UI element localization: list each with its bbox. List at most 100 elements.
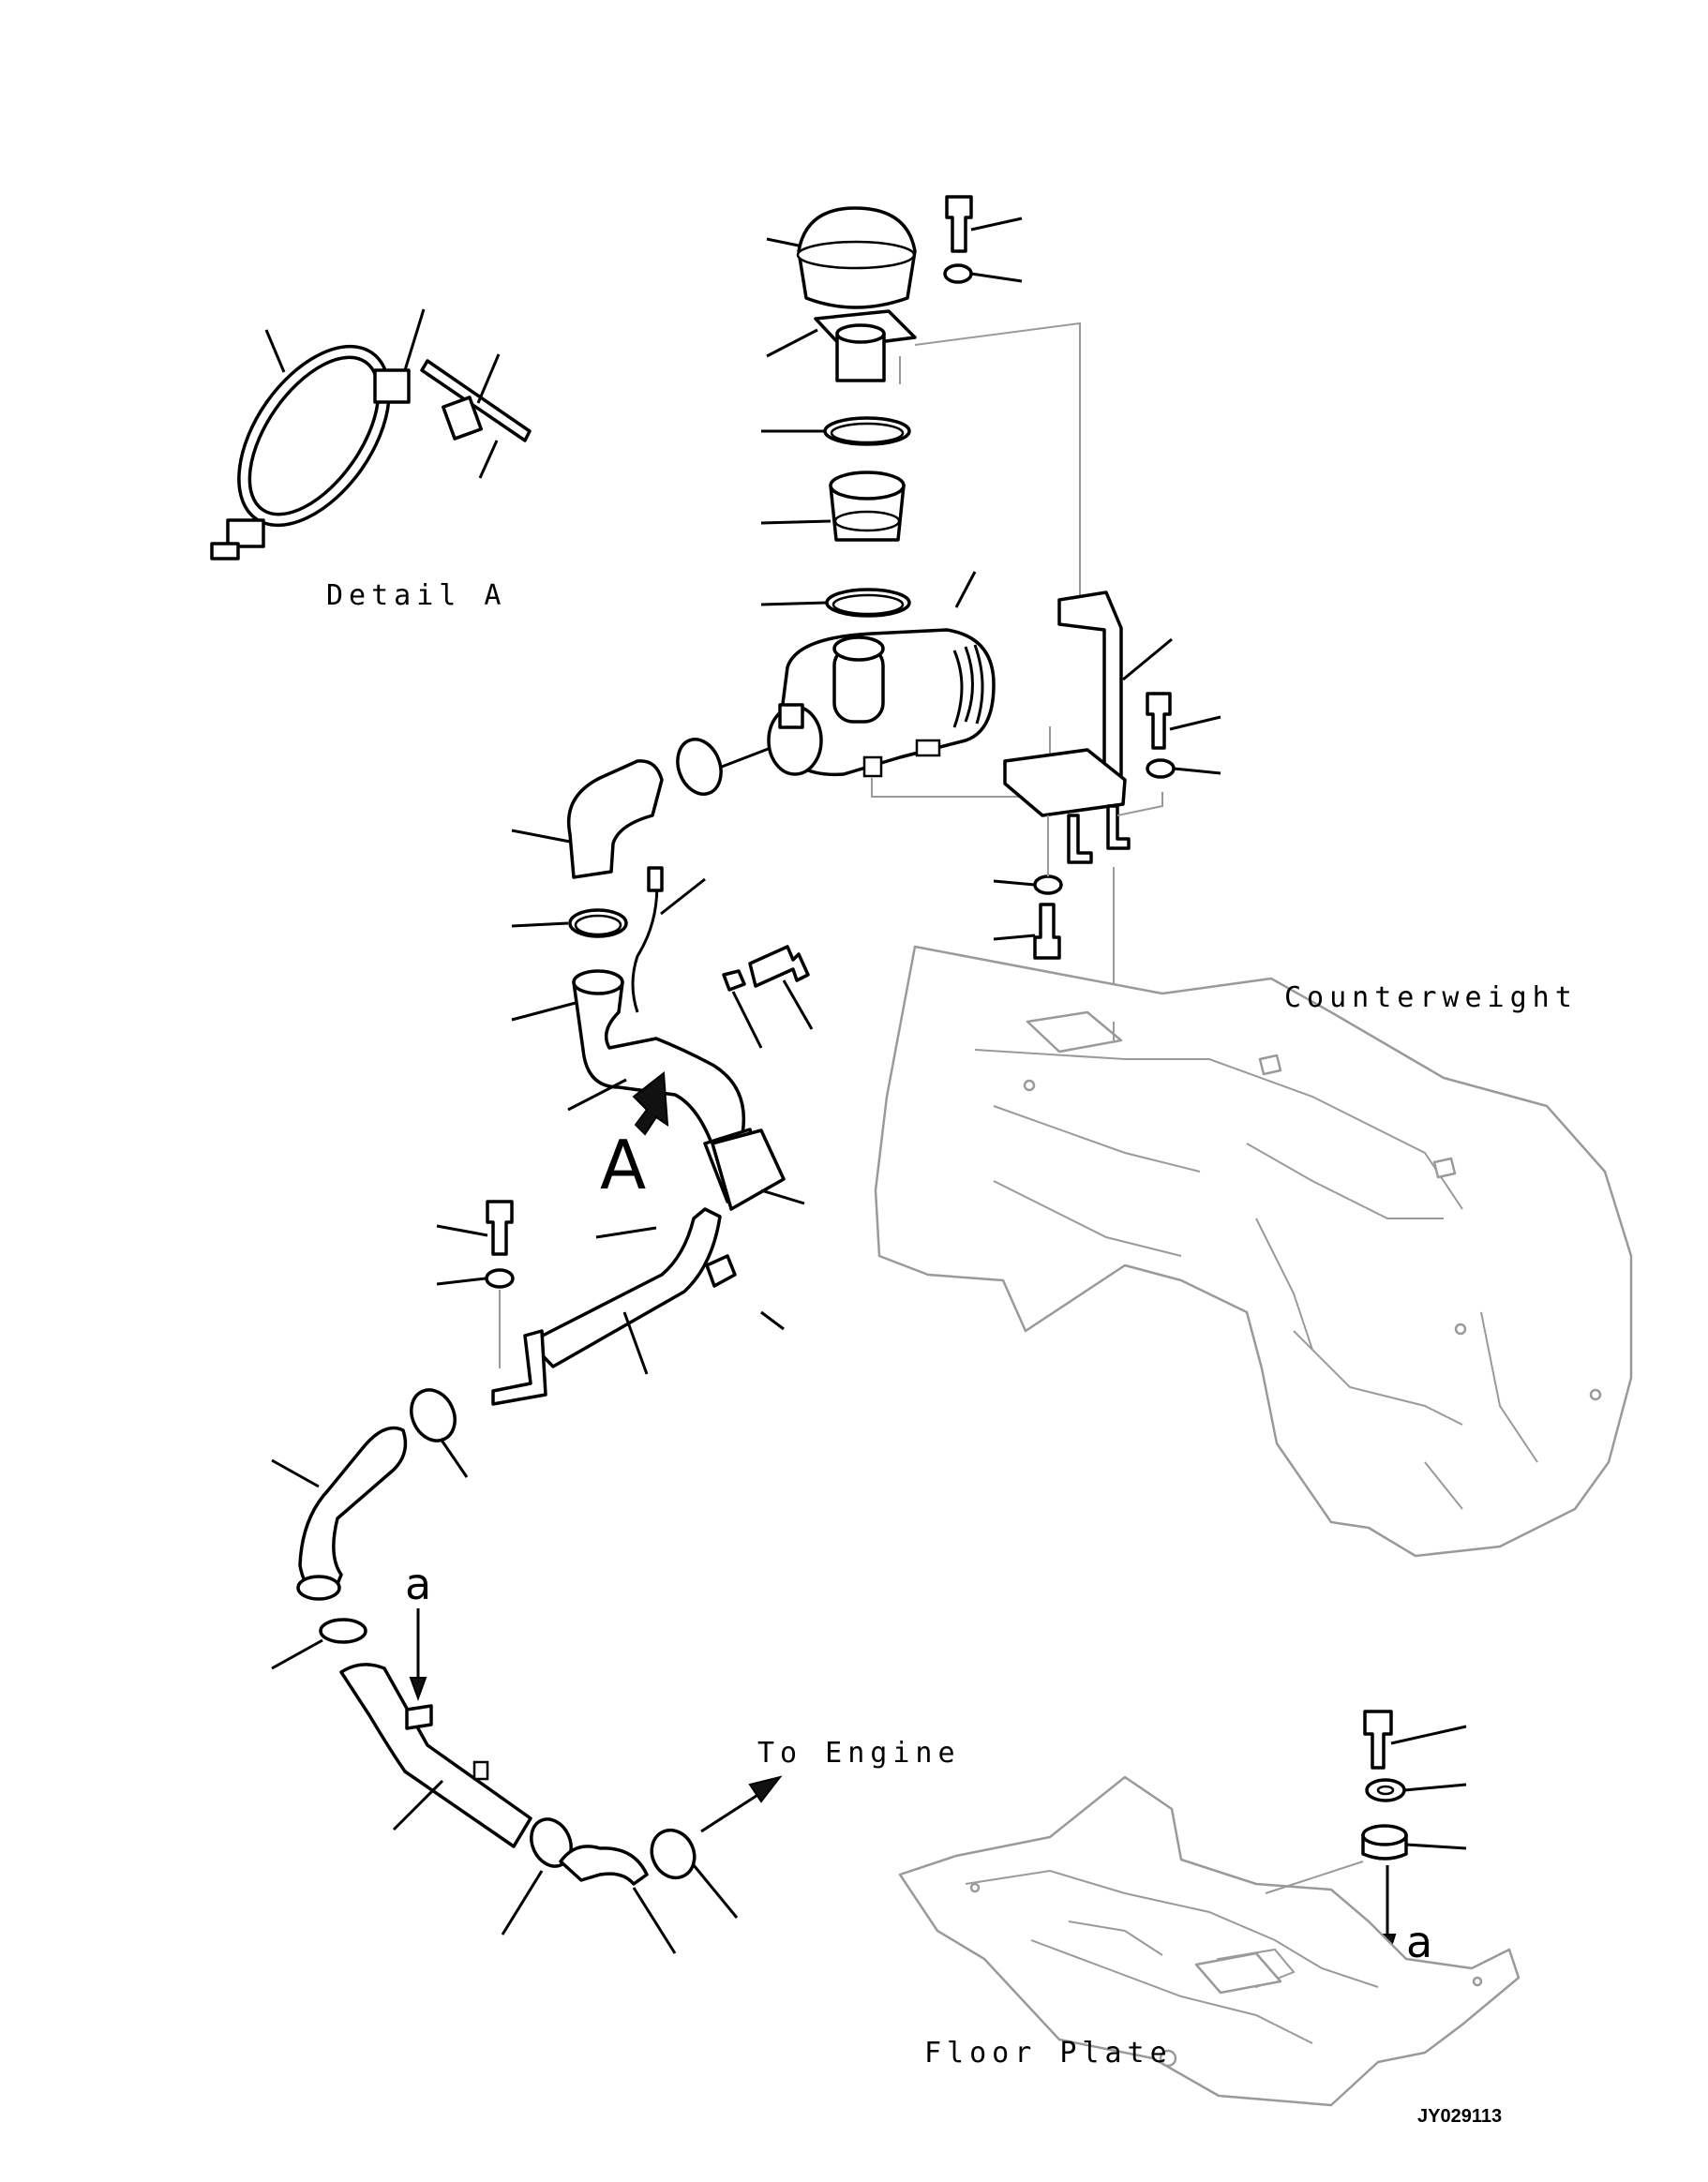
clamp-ring-5 [410,1388,457,1442]
bracket-base [1003,748,1127,817]
leader [439,1438,469,1478]
bolt-lower [1033,903,1061,960]
intake-tube-top [572,969,624,995]
bracket-leg-1 [1067,814,1093,864]
leader [436,1224,488,1237]
clamp-ring-1-inner [830,422,905,444]
leader [595,1226,657,1239]
leader [622,1311,649,1375]
arrow-a-top-label: a [405,1559,431,1609]
bracket-rod [420,359,532,442]
leader [760,601,828,606]
counterweight-group: Counterweight [874,945,1633,1558]
rubber-adapter-mid [833,510,901,532]
leader [511,921,569,928]
leader [1403,1783,1467,1792]
counterweight-hole-2 [1454,1323,1467,1336]
counterweight-label: Counterweight [1284,981,1578,1014]
assembly-line [1265,1861,1364,1894]
bolt-right [1146,692,1172,750]
leader [632,1887,677,1954]
floor-plate-inner [965,1869,1379,2044]
assembly-line [899,321,1081,600]
leader [760,1310,785,1331]
clamp-ring-8 [650,1828,697,1880]
leader [403,308,426,371]
leader [1390,1725,1467,1745]
bolt-mid [748,945,810,988]
to-engine-arrow-shaft [700,1792,760,1833]
pipe-clip [472,1760,489,1781]
detail-a-group: Detail A [210,308,532,612]
leader [264,329,286,373]
counterweight-top-plate [1026,1010,1123,1054]
clamp-ring-7 [530,1817,573,1868]
view-a-arrow [632,1071,669,1136]
leader [954,571,977,608]
leader [476,353,501,404]
small-clamp [705,1254,737,1288]
leader [766,328,818,358]
intake-pipe-middle [528,1207,722,1368]
rubber-adapter-top [829,471,906,501]
leader [501,1870,544,1935]
washer-floor-hole [1376,1785,1395,1796]
intake-pipe-lower [339,1663,532,1848]
washer-mid [722,969,746,992]
leader [993,934,1036,941]
clamp-ring-4-inner [574,914,622,936]
intake-tube-elbow [572,980,746,1147]
leader [1169,715,1221,731]
leader [511,829,571,844]
clamp-ring-3 [676,738,723,796]
leader [436,1277,487,1286]
leader [1173,767,1221,775]
floor-plate-panel [1194,1951,1282,1995]
air-cleaner-body [776,628,996,777]
leader [1122,637,1173,681]
sensor-wire [631,871,659,1013]
adapter-tube-top [835,323,886,344]
bolt-floor [1363,1710,1393,1770]
detail-a-label: Detail A [326,579,507,612]
leader [392,1779,444,1831]
cap-rim [796,240,916,270]
leader [271,1458,320,1488]
floor-plate-outline [898,1775,1521,2107]
counterweight-inner [974,1049,1538,1510]
leader [721,746,772,769]
pipe-bracket [491,1329,547,1406]
leader [660,877,706,916]
leader [567,1078,627,1112]
hose-bent-end [296,1575,341,1601]
washer-top [943,263,973,284]
drawing-code: JY029113 [1417,2106,1502,2127]
intake-group: A a [271,759,955,1954]
hose-elbow-lower [559,1845,649,1886]
leader [478,440,499,479]
leader [511,1001,577,1022]
bracket-group [993,590,1221,1040]
bracket-leg-2 [1106,804,1131,850]
clamp-buckle-top [373,368,411,404]
counterweight-hole-3 [1589,1388,1602,1401]
counterweight-bolt-2 [1432,1157,1457,1179]
pipe-tab [405,1704,433,1730]
leader [970,217,1023,232]
heat-shield [711,1128,786,1211]
bolt-left [486,1200,514,1256]
washer-lower [1033,874,1063,895]
counterweight-body [874,945,1633,1558]
leader [760,519,832,525]
rubber-clip [441,396,484,441]
floor-plate-hole-1 [1159,2049,1177,2068]
floor-plate-label: Floor Plate [924,2037,1173,2070]
hose-bent-middle [298,1426,408,1596]
leader [766,237,800,247]
leader [1405,1843,1467,1850]
hose-clamp-band-inner [247,355,381,516]
counterweight-bolt-1 [1258,1054,1282,1076]
leader [782,979,814,1030]
leader [760,1188,805,1205]
